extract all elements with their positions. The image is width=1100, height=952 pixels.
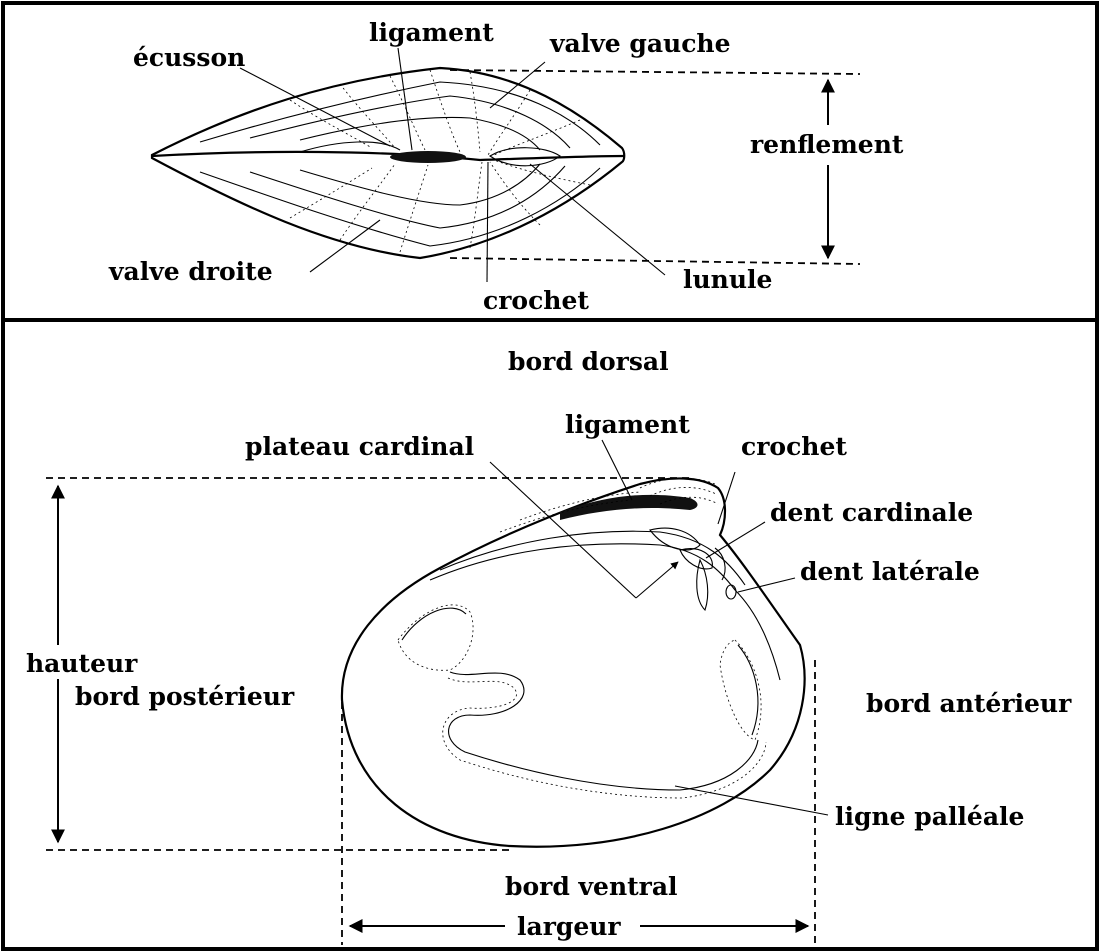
label-ligament-top: ligament	[369, 18, 494, 47]
label-dent-cardinale: dent cardinale	[770, 498, 973, 527]
label-hauteur: hauteur	[26, 649, 138, 678]
label-bord-dorsal: bord dorsal	[508, 347, 669, 376]
label-valve-droite: valve droite	[108, 257, 273, 286]
label-bord-anterieur: bord antérieur	[866, 689, 1072, 718]
label-bord-posterieur: bord postérieur	[75, 682, 295, 711]
label-renflement: renflement	[750, 130, 904, 159]
label-ligament-bottom: ligament	[565, 410, 690, 439]
label-largeur: largeur	[517, 912, 621, 941]
ligament-mark	[390, 151, 466, 163]
label-dent-laterale: dent latérale	[800, 557, 980, 586]
label-valve-gauche: valve gauche	[549, 29, 731, 58]
label-bord-ventral: bord ventral	[505, 872, 678, 901]
label-crochet-top: crochet	[483, 286, 589, 315]
label-plateau-cardinal: plateau cardinal	[245, 432, 474, 461]
label-ecusson: écusson	[133, 43, 245, 72]
label-crochet-bottom: crochet	[741, 432, 847, 461]
label-ligne-palleale: ligne palléale	[835, 802, 1024, 831]
label-lunule: lunule	[683, 265, 772, 294]
